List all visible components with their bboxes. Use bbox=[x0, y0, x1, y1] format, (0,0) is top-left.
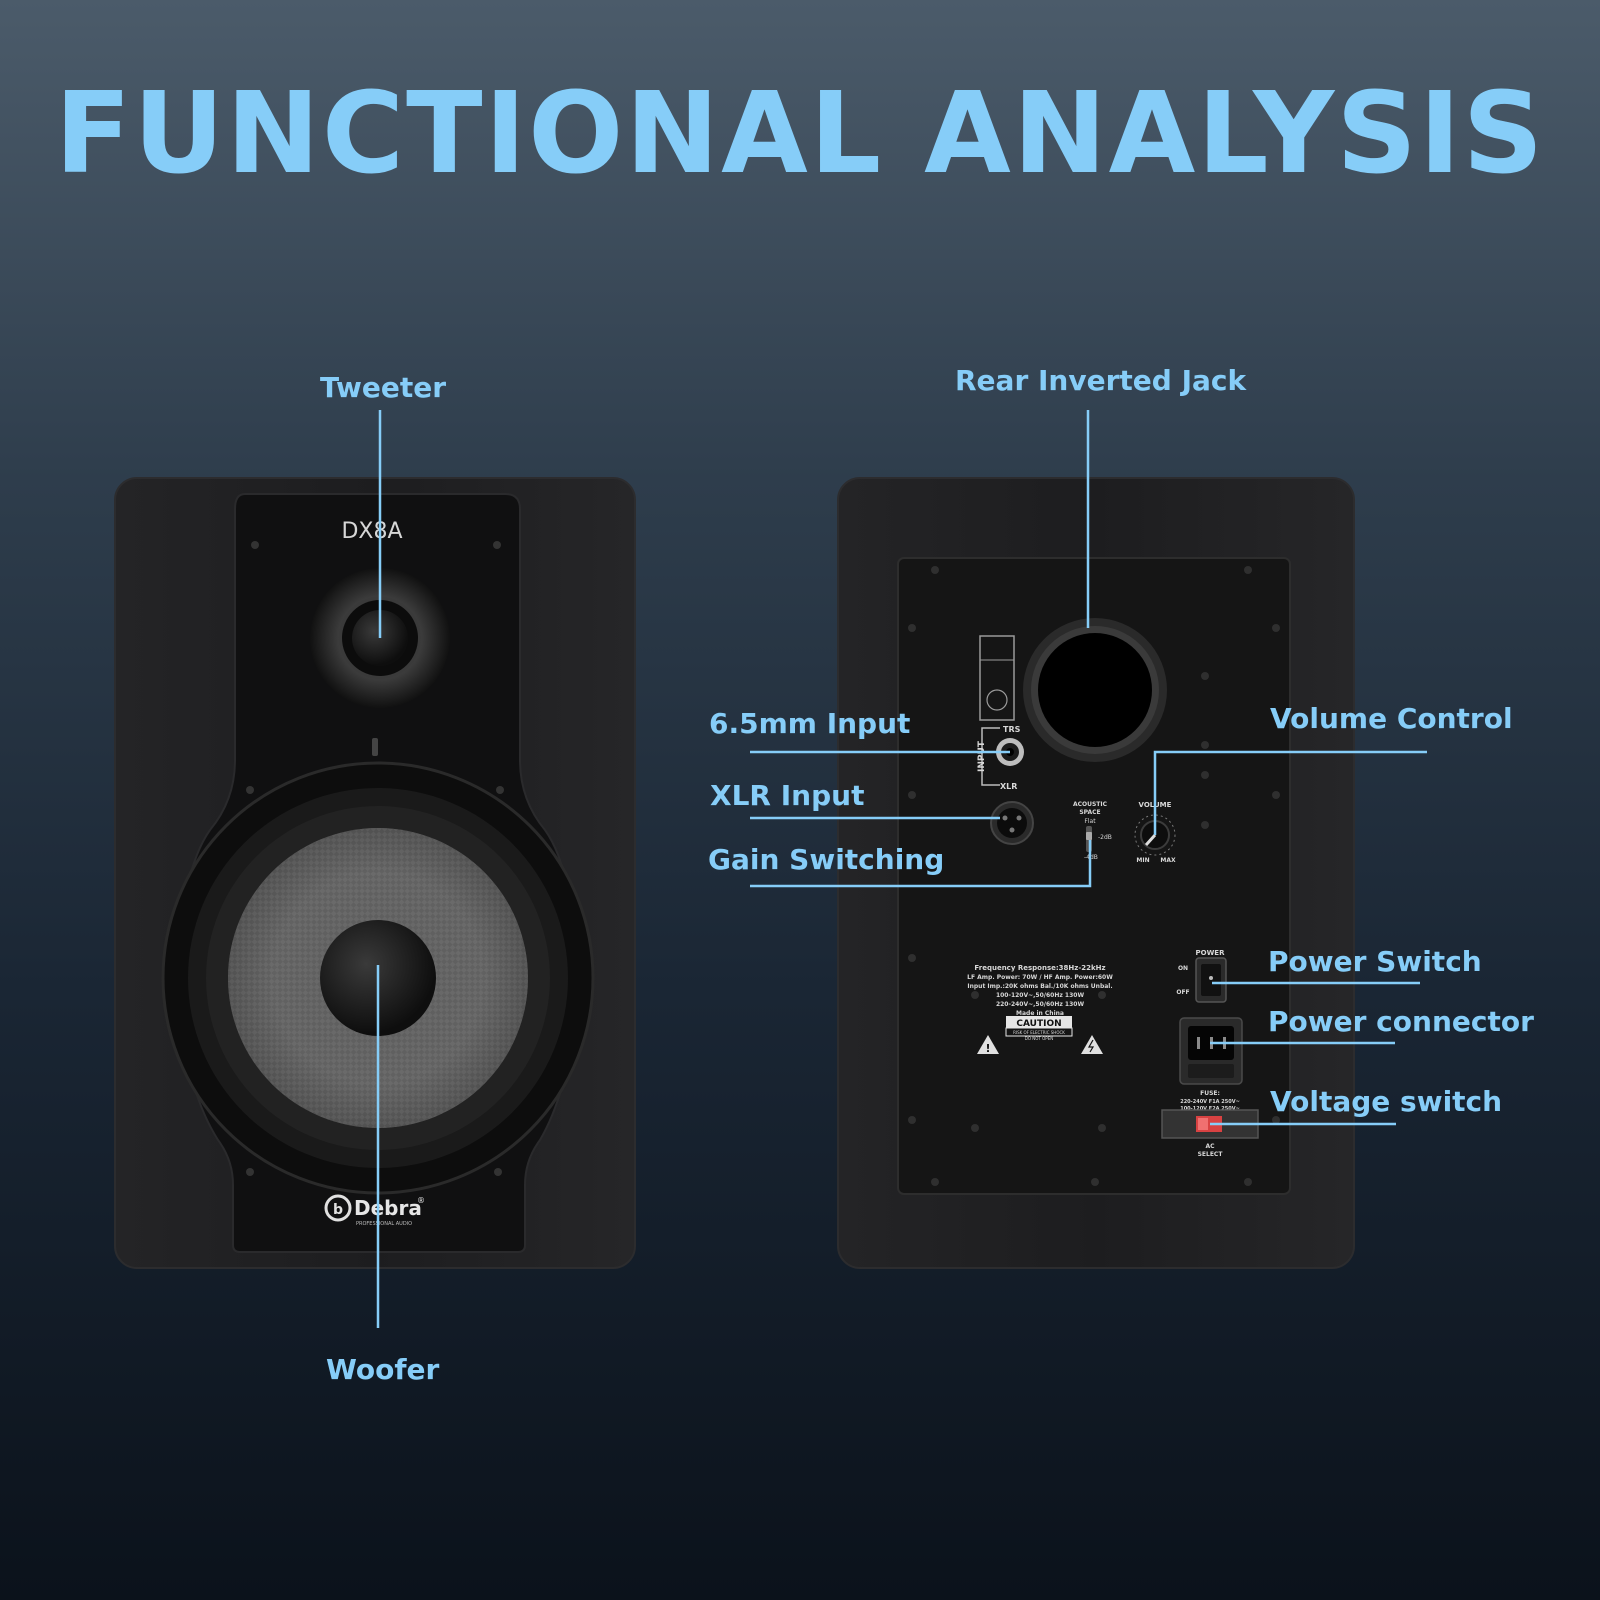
brand-name: Debra bbox=[354, 1196, 422, 1220]
xlr-jack bbox=[990, 801, 1034, 845]
brand-logo: b Debra ® PROFESSIONAL AUDIO bbox=[324, 1194, 425, 1227]
svg-text:b: b bbox=[333, 1202, 343, 1218]
acoustic-text-1: ACOUSTIC bbox=[1073, 801, 1108, 808]
fuse-text-2: 220-240V F1A 250V~ bbox=[1180, 1099, 1240, 1105]
gain-leader bbox=[750, 840, 1092, 888]
ac-text-1: AC bbox=[1205, 1143, 1215, 1150]
on-text: ON bbox=[1178, 965, 1188, 972]
label-power-connector: Power connector bbox=[1268, 1005, 1534, 1038]
rear-port bbox=[1023, 618, 1167, 762]
spec-label: Frequency Response:38Hz-22kHz LF Amp. Po… bbox=[967, 964, 1113, 1017]
brand-subtitle: PROFESSIONAL AUDIO bbox=[356, 1221, 412, 1227]
max-text: MAX bbox=[1160, 857, 1176, 864]
flat-text: Flat bbox=[1084, 818, 1096, 825]
input-text: INPUT bbox=[977, 740, 987, 772]
volume-leader bbox=[1153, 750, 1427, 835]
page-title: FUNCTIONAL ANALYSIS bbox=[54, 69, 1546, 199]
caution-label: ! CAUTION RISK OF ELECTRIC SHOCK DO NOT … bbox=[977, 1016, 1103, 1055]
ac-text-2: SELECT bbox=[1198, 1151, 1224, 1158]
label-input-65: 6.5mm Input bbox=[709, 707, 911, 740]
label-tweeter: Tweeter bbox=[320, 371, 447, 404]
fuse-text-3: 100-120V F2A 250V~ bbox=[1180, 1106, 1240, 1112]
spec-line-4: 100-120V~,50/60Hz 130W bbox=[996, 992, 1085, 999]
label-xlr-input: XLR Input bbox=[710, 779, 865, 812]
fuse-text-1: FUSE: bbox=[1200, 1090, 1220, 1097]
power-switch bbox=[1195, 957, 1227, 1003]
label-rear-jack: Rear Inverted Jack bbox=[955, 364, 1247, 397]
label-woofer: Woofer bbox=[326, 1353, 440, 1386]
front-speaker: DX8A b Debra ® PROFESSIONAL AUDIO bbox=[114, 477, 636, 1269]
brand-mark: ® bbox=[417, 1196, 425, 1205]
minus2db-text: -2dB bbox=[1098, 834, 1112, 841]
label-volume: Volume Control bbox=[1270, 702, 1513, 735]
off-text: OFF bbox=[1176, 989, 1189, 996]
caution-text: CAUTION bbox=[1016, 1019, 1061, 1029]
spec-line-6: Made in China bbox=[1016, 1010, 1064, 1017]
label-gain: Gain Switching bbox=[708, 843, 945, 876]
min-text: MIN bbox=[1136, 857, 1149, 864]
callout-lines bbox=[376, 410, 1427, 1328]
spec-line-1: Frequency Response:38Hz-22kHz bbox=[974, 964, 1105, 972]
label-power-switch: Power Switch bbox=[1268, 945, 1482, 978]
caution-sub-1: RISK OF ELECTRIC SHOCK bbox=[1013, 1030, 1065, 1035]
power-text: POWER bbox=[1196, 949, 1226, 957]
xlr-text: XLR bbox=[1000, 782, 1017, 791]
trs-text: TRS bbox=[1003, 725, 1021, 734]
model-name: DX8A bbox=[341, 519, 402, 544]
spec-line-5: 220-240V~,50/60Hz 130W bbox=[996, 1001, 1085, 1008]
acoustic-text-2: SPACE bbox=[1079, 809, 1100, 816]
spec-line-3: Input Imp.:20K ohms Bal./10K ohms Unbal. bbox=[967, 983, 1112, 990]
power-connector bbox=[1179, 1017, 1243, 1085]
spec-line-2: LF Amp. Power: 70W / HF Amp. Power:60W bbox=[967, 974, 1113, 981]
caution-sub-2: DO NOT OPEN bbox=[1025, 1036, 1053, 1041]
label-voltage-switch: Voltage switch bbox=[1270, 1085, 1503, 1118]
svg-text:!: ! bbox=[985, 1042, 990, 1055]
